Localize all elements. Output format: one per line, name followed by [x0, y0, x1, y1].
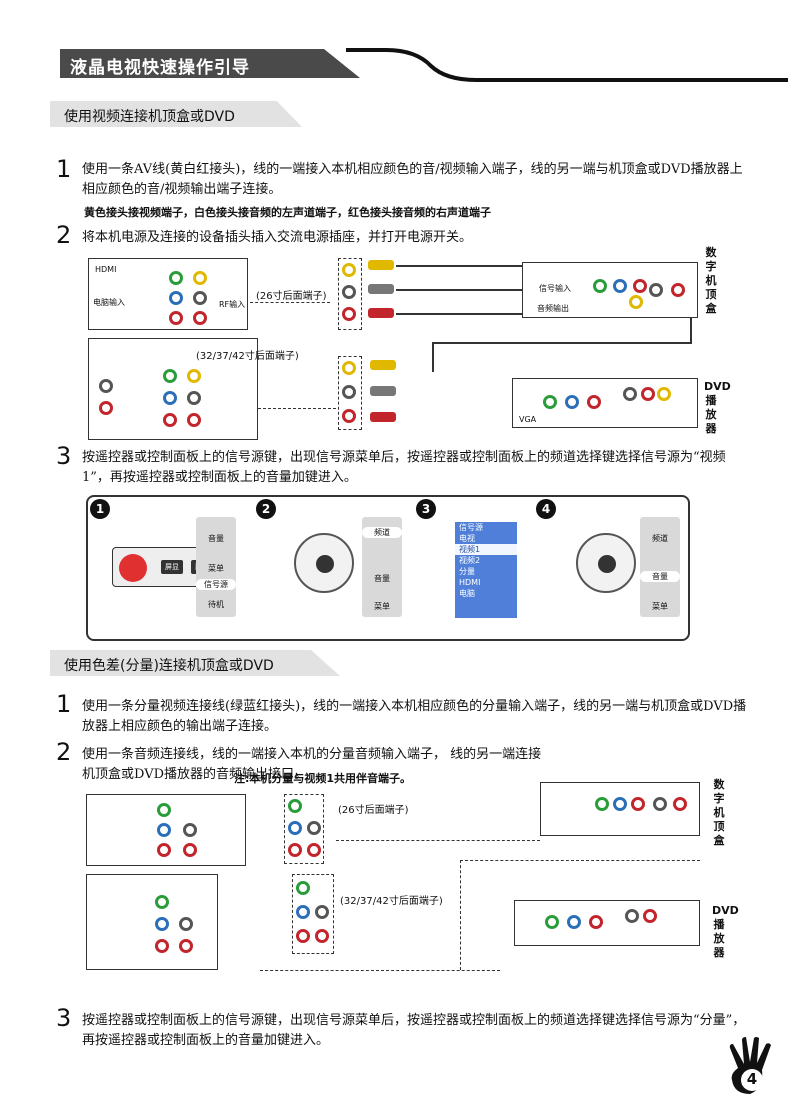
- label-3242: (32/37/42寸后面端子): [196, 351, 299, 362]
- menu-item-tv[interactable]: 电视: [459, 534, 475, 543]
- menu-label: 菜单: [208, 564, 224, 573]
- component-note: 注:本机分量与视频1共用伴音端子。: [234, 772, 412, 785]
- comp-cable-box-2: [292, 874, 334, 954]
- step-text: 按遥控器或控制面板上的信号源键，出现信号源菜单后，按遥控器或控制面板上的频道选择…: [82, 450, 726, 485]
- control-strip-2: 频道 音量 菜单: [362, 517, 402, 617]
- av-cable-box-2: [338, 356, 362, 430]
- badge-3: 3: [416, 499, 436, 519]
- step-text: 使用一条音频连接线，线的一端接入本机的分量音频输入端子， 线的另一端连接机顶盒或…: [82, 747, 542, 782]
- menu-item-video2[interactable]: 视频2: [459, 556, 481, 565]
- step-number: 1: [56, 690, 72, 718]
- pc-in-label: 电脑输入: [93, 298, 125, 307]
- badge-1: 1: [90, 499, 110, 519]
- comp-cable-box-1: [284, 794, 324, 864]
- step-text: 使用一条AV线(黄白红接头)，线的一端接入本机相应颜色的音/视频输入端子，线的另…: [82, 162, 743, 197]
- dpad-2[interactable]: [576, 533, 636, 593]
- source-menu: 信号源 电视 视频1 视频2 分量 HDMI 电脑: [455, 522, 517, 618]
- cable-note: 黄色接头接视频端子，白色接头接音频的左声道端子，红色接头接音频的右声道端子: [84, 206, 491, 219]
- dvd-label: DVD播放器: [704, 380, 731, 435]
- header-tab: [60, 49, 360, 78]
- dpad-1[interactable]: [294, 533, 354, 593]
- menu-label: 菜单: [374, 602, 390, 611]
- hdmi-label: HDMI: [95, 265, 117, 274]
- menu-item-pc[interactable]: 电脑: [459, 589, 475, 598]
- control-strip-3: 频道 音量 菜单: [640, 517, 680, 617]
- menu-title: 信号源: [459, 523, 483, 532]
- label-3242-comp: (32/37/42寸后面端子): [340, 896, 443, 907]
- jack-left: [193, 291, 207, 305]
- control-strip-1: 音量 菜单 信号源 待机: [196, 517, 236, 617]
- jack-pr: [169, 311, 183, 325]
- section-title-bar: 使用色差(分量)连接机顶盒或DVD: [50, 650, 340, 676]
- jack-right: [193, 311, 207, 325]
- step-text: 使用一条分量视频连接线(绿蓝红接头)，线的一端接入本机相应颜色的分量输入端子，线…: [82, 699, 747, 734]
- step-number: 3: [56, 1004, 72, 1032]
- channel-label: 频道: [652, 534, 668, 543]
- signal-in-label: 信号输入: [539, 284, 571, 293]
- page-header: 液晶电视快速操作引导: [46, 44, 788, 84]
- step-number: 1: [56, 155, 72, 183]
- label-26: (26寸后面端子): [256, 291, 327, 302]
- source-button[interactable]: 信号源: [196, 579, 236, 590]
- rf-in-label: RF输入: [219, 300, 246, 309]
- tv-panel-3242-comp: [86, 874, 218, 970]
- set-top-box-comp: [540, 782, 700, 836]
- volume-label: 音量: [374, 574, 390, 583]
- label-26-comp: (26寸后面端子): [338, 805, 409, 816]
- channel-button[interactable]: 频道: [362, 527, 402, 538]
- vga-label: VGA: [519, 415, 537, 424]
- menu-label: 菜单: [652, 602, 668, 611]
- badge-2: 2: [256, 499, 276, 519]
- menu-item-video1[interactable]: 视频1: [455, 544, 517, 555]
- volume-label: 音量: [208, 534, 224, 543]
- step-number: 3: [56, 442, 72, 470]
- section-title-bar: 使用视频连接机顶盒或DVD: [50, 101, 302, 127]
- dvd-player-comp: [514, 900, 700, 946]
- step-text: 将本机电源及连接的设备插头插入交流电源插座，并打开电源开关。: [82, 230, 473, 245]
- dvd-player: VGA: [512, 378, 698, 428]
- volume-button[interactable]: 音量: [640, 571, 680, 582]
- step-text: 按遥控器或控制面板上的信号源键，出现信号源菜单后，按遥控器或控制面板上的频道选择…: [82, 1013, 746, 1048]
- stb-label-comp: 数字机顶盒: [713, 778, 725, 847]
- step-number: 2: [56, 221, 72, 249]
- standby-label: 待机: [208, 600, 224, 609]
- jack-video: [193, 271, 207, 285]
- badge-4: 4: [536, 499, 556, 519]
- menu-item-component[interactable]: 分量: [459, 567, 475, 576]
- section-title: 使用色差(分量)连接机顶盒或DVD: [64, 658, 274, 674]
- audio-out-label: 音频输出: [537, 304, 569, 313]
- tv-panel-3242: [88, 338, 258, 440]
- tv-panel-26: HDMI 电脑输入 RF输入: [88, 258, 248, 330]
- page-title: 液晶电视快速操作引导: [70, 58, 250, 78]
- tv-panel-26-comp: [86, 794, 246, 866]
- hand-icon: [729, 1037, 771, 1094]
- set-top-box: 信号输入 音频输出: [522, 262, 698, 318]
- header-curve: [346, 48, 788, 82]
- stb-label: 数字机顶盒: [705, 246, 717, 315]
- av-cable-box-1: [338, 258, 362, 330]
- display-button[interactable]: 屏显: [161, 560, 183, 574]
- step-number: 2: [56, 738, 72, 766]
- jack-y: [169, 271, 183, 285]
- operation-panel: 1 2 3 4 屏显 静音 音量 菜单 信号源 待机 频道 音量 菜单 频道 音…: [86, 495, 690, 641]
- page-number: 4: [746, 1070, 758, 1088]
- jack-pb: [169, 291, 183, 305]
- power-button[interactable]: [119, 554, 147, 582]
- section-title: 使用视频连接机顶盒或DVD: [64, 109, 235, 125]
- dvd-label-comp: DVD播放器: [712, 904, 739, 959]
- menu-item-hdmi[interactable]: HDMI: [459, 578, 481, 587]
